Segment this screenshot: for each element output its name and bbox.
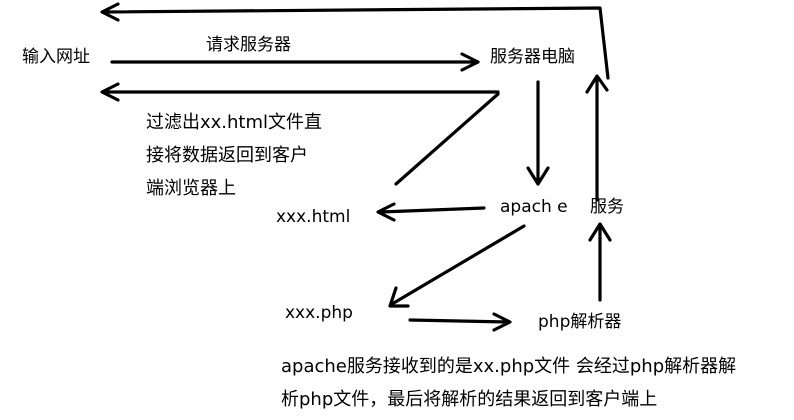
note-php-line-2: 析php文件，最后将解析的结果返回到客户端上 bbox=[281, 389, 657, 410]
note-html-line-3: 端浏览器上 bbox=[146, 178, 236, 199]
edge-label-request: 请求服务器 bbox=[206, 35, 291, 55]
arrow-php-to-parser bbox=[408, 312, 512, 332]
arrow-return-top-loop bbox=[100, 2, 610, 202]
arrow-server-to-apache bbox=[526, 80, 550, 186]
arrow-parser-to-service bbox=[588, 222, 612, 302]
node-apache: apach e bbox=[500, 197, 568, 217]
node-php-parser: php解析器 bbox=[538, 312, 621, 332]
node-service: 服务 bbox=[590, 197, 624, 217]
arrow-html-zigzag bbox=[394, 92, 500, 186]
arrow-apache-to-html bbox=[376, 202, 486, 222]
node-server-pc: 服务器电脑 bbox=[490, 47, 575, 67]
arrow-return-html bbox=[100, 82, 500, 102]
note-html-line-1: 过滤出xx.html文件直 bbox=[146, 112, 322, 133]
node-xxx-html: xxx.html bbox=[276, 207, 350, 227]
note-php-line-1: apache服务接收到的是xx.php文件 会经过php解析器解 bbox=[281, 356, 736, 377]
node-xxx-php: xxx.php bbox=[285, 303, 353, 323]
arrow-request bbox=[110, 52, 480, 72]
arrow-apache-to-php bbox=[388, 224, 526, 308]
note-html-line-2: 接将数据返回到客户 bbox=[146, 145, 308, 166]
node-input-url: 输入网址 bbox=[22, 47, 90, 67]
